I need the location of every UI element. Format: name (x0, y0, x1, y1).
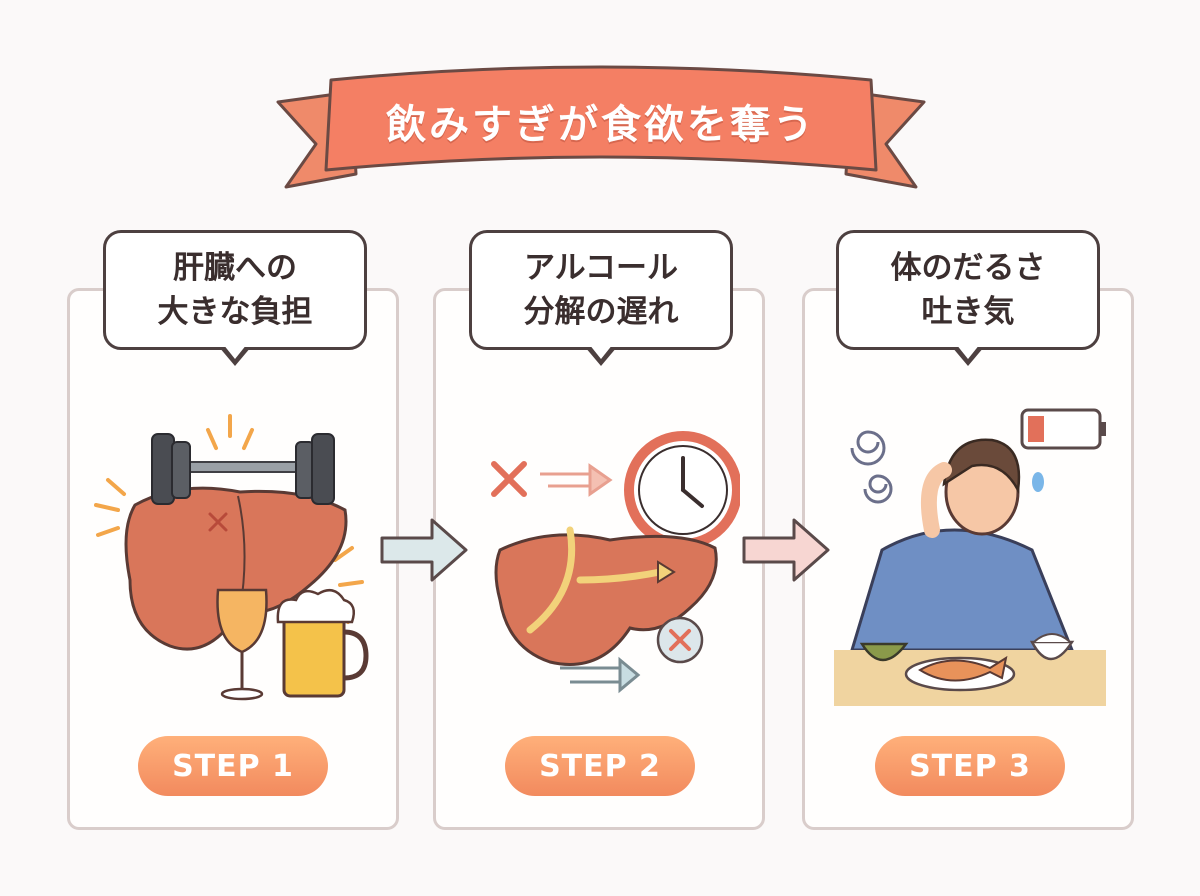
wine-glass-icon (216, 588, 268, 701)
clock-icon (624, 431, 740, 549)
fish-plate-icon (904, 655, 1016, 692)
step-3-caption: 体のだるさ 吐き気 (890, 250, 1046, 330)
page-title: 飲みすぎが食欲を奪う (386, 102, 816, 148)
dumbbell-icon (151, 433, 335, 505)
wind-arrow-icon (560, 656, 641, 694)
arrow-right-icon-1 (380, 518, 468, 582)
cross-circle-icon (656, 616, 704, 664)
step-2-bubble: アルコール 分解の遅れ (469, 230, 733, 366)
title-banner: 飲みすぎが食欲を奪う (276, 62, 926, 212)
step-1-caption: 肝臓への 大きな負担 (157, 250, 313, 330)
speed-arrow-icon (540, 463, 613, 497)
step-2-badge: STEP 2 (505, 736, 695, 796)
cross-mark-icon (208, 512, 228, 532)
person-hand (920, 462, 952, 538)
step-2-caption: アルコール 分解の遅れ (523, 250, 679, 330)
step-1-badge: STEP 1 (138, 736, 328, 796)
person-hair (942, 438, 1021, 494)
soup-bowl-icon (859, 642, 909, 662)
liver-clock-illustration (491, 431, 740, 694)
cross-icon (491, 461, 527, 497)
beer-mug-icon (276, 588, 369, 698)
rice-bowl-icon (1029, 633, 1075, 661)
step-3-badge: STEP 3 (875, 736, 1065, 796)
tired-person-illustration (834, 408, 1106, 706)
arrow-right-icon-2 (742, 518, 830, 582)
step-1-bubble: 肝臓への 大きな負担 (103, 230, 367, 366)
sweat-drop-icon (1032, 472, 1044, 492)
person-body (849, 528, 1075, 652)
dizzy-swirl-icon (850, 430, 893, 504)
step-3-bubble: 体のだるさ 吐き気 (836, 230, 1100, 366)
ribbon-shape (276, 65, 926, 189)
low-battery-icon (1020, 408, 1106, 450)
liver-dumbbell-illustration (94, 414, 369, 701)
